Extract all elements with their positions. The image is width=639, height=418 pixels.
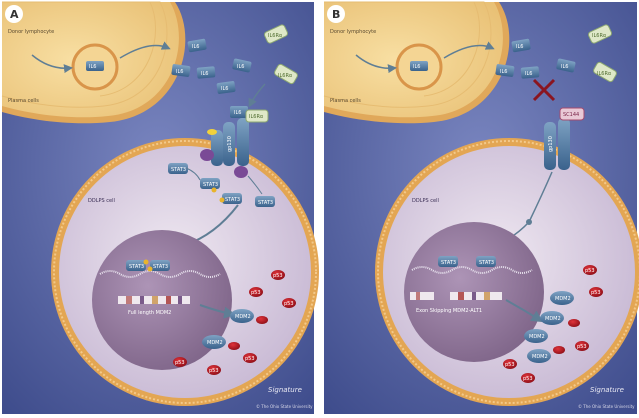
svg-text:IL6: IL6 (525, 71, 532, 77)
svg-text:p53: p53 (251, 290, 261, 296)
svg-text:p53: p53 (505, 362, 515, 368)
secreted-il6-molecules-b: IL6 IL6 IL6 IL6 (495, 38, 576, 79)
arrow-to-vesicle (31, 54, 73, 74)
plasma-cell-label-b: Plasma cells (330, 98, 361, 104)
svg-text:MDM2: MDM2 (545, 316, 561, 322)
svg-text:IL6: IL6 (89, 64, 96, 70)
receptor-complex-b: gp130 SC144 (544, 107, 585, 170)
svg-text:IL6: IL6 (413, 64, 420, 70)
panel-b: Donor lymphocyte Plasma cells IL6 IL6 IL… (323, 1, 639, 414)
svg-text:p53: p53 (209, 368, 219, 374)
svg-text:p53: p53 (175, 360, 185, 366)
svg-text:p53: p53 (577, 344, 587, 350)
svg-text:MDM2: MDM2 (555, 296, 571, 302)
donor-lymphocyte-label-b: Donor lymphocyte (330, 29, 376, 35)
svg-text:IL6: IL6 (201, 71, 208, 77)
svg-text:STAT3: STAT3 (225, 197, 240, 203)
svg-text:STAT3: STAT3 (258, 200, 273, 206)
svg-text:MDM2: MDM2 (235, 314, 251, 320)
svg-text:STAT3: STAT3 (441, 260, 456, 266)
mdm2-transcript-bar (118, 296, 190, 304)
ddlps-cell-label-b: DDLPS cell (412, 198, 439, 204)
donor-lymphocyte-label: Donor lymphocyte (8, 29, 54, 35)
copyright-a: © The Ohio State University (256, 404, 313, 409)
svg-text:IL6: IL6 (221, 86, 228, 92)
panel-b-letter-badge (327, 5, 345, 23)
svg-text:STAT3: STAT3 (153, 264, 168, 270)
mdm2-transcript-label: Full length MDM2 (128, 310, 171, 316)
svg-text:p53: p53 (523, 376, 533, 382)
svg-text:IL6Rα: IL6Rα (249, 114, 264, 120)
svg-text:IL6: IL6 (237, 64, 244, 70)
plasma-cell-label: Plasma cells (8, 98, 39, 104)
stat3-dimer-left (126, 260, 146, 271)
blocker-label: SC144 (563, 112, 579, 118)
panel-a-letter-badge (5, 5, 23, 23)
svg-text:MDM2: MDM2 (532, 354, 548, 360)
receptor-complex: IL6 IL6Rα gp130 (200, 106, 269, 178)
svg-text:IL6: IL6 (192, 44, 199, 50)
signature-a: Signature (268, 386, 302, 394)
svg-text:STAT3: STAT3 (203, 182, 218, 188)
stat3-dimer-right (150, 260, 170, 271)
svg-text:p53: p53 (245, 356, 255, 362)
svg-text:STAT3: STAT3 (479, 260, 494, 266)
svg-text:p53: p53 (591, 290, 601, 296)
free-p53-proteins: p53 p53 p53 p53 p53 p53 (173, 270, 296, 375)
mdm2-transcript-label-b: Exon Skipping MDM2-ALT1 (416, 308, 482, 314)
soluble-il6r-molecules-b: IL6Rα IL6Rα (587, 24, 617, 83)
copyright-b: © The Ohio State University (578, 404, 635, 409)
svg-text:IL6: IL6 (176, 69, 183, 75)
svg-text:IL6: IL6 (234, 110, 241, 116)
soluble-il6r-molecules: IL6Rα IL6Rα (263, 24, 298, 85)
svg-text:p53: p53 (284, 301, 294, 307)
svg-text:IL6Rα: IL6Rα (597, 71, 612, 77)
mdm2-p53-complexes: MDM2 MDM2 (202, 309, 268, 350)
svg-text:MDM2: MDM2 (529, 334, 545, 340)
arrow-secretion (119, 41, 171, 59)
svg-text:IL6Rα: IL6Rα (592, 33, 607, 39)
svg-text:p53: p53 (273, 273, 283, 279)
svg-text:IL6Rα: IL6Rα (278, 73, 293, 79)
svg-text:gp130: gp130 (548, 136, 554, 152)
panel-b-letter: B (332, 8, 340, 21)
panel-a: Donor lymphocyte Plasma cells IL6 IL6 IL… (1, 1, 319, 414)
ddlps-cell-label: DDLPS cell (88, 198, 115, 204)
svg-text:IL6: IL6 (500, 69, 507, 75)
stat3-cascade: STAT3 STAT3 STAT3 STAT3 (168, 163, 275, 249)
free-p53-proteins-b: p53 p53 p53 p53 p53 (503, 265, 603, 383)
svg-text:STAT3: STAT3 (171, 167, 186, 173)
svg-text:IL6: IL6 (516, 44, 523, 50)
svg-text:p53: p53 (585, 268, 595, 274)
il6-in-vesicle (86, 61, 104, 71)
svg-text:IL6: IL6 (561, 64, 568, 70)
secreted-il6-molecules: IL6 IL6 IL6 IL6 IL6 (171, 38, 252, 94)
panel-a-letter: A (10, 8, 19, 21)
mdm2-cluster-b: MDM2 MDM2 MDM2 MDM2 (524, 291, 580, 363)
svg-text:IL6Rα: IL6Rα (268, 33, 283, 39)
svg-text:STAT3: STAT3 (129, 264, 144, 270)
signature-b: Signature (590, 386, 624, 394)
svg-text:MDM2: MDM2 (207, 340, 223, 346)
mdm2-transcript-bar-b (410, 292, 502, 300)
blocked-binding-x-icon (532, 78, 556, 102)
svg-text:gp130: gp130 (227, 136, 233, 152)
